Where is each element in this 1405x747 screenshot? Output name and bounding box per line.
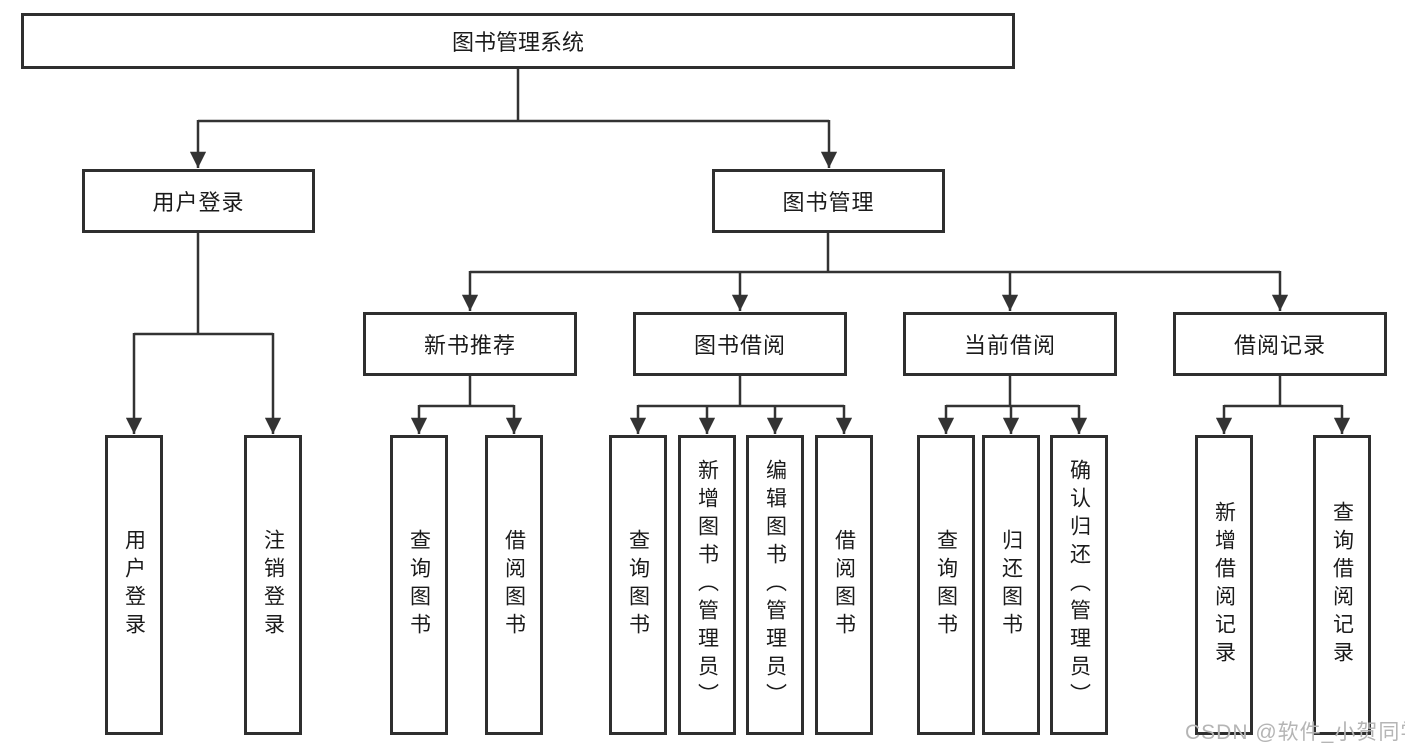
node-user-login: 用户登录 (82, 169, 315, 233)
leaf-add-borrow-record: 新增借阅记录 (1195, 435, 1253, 735)
csdn-watermark: CSDN @软件_小贺同学 (1185, 721, 1405, 744)
node-new-book-recommendation: 新书推荐 (363, 312, 577, 376)
node-current-borrowing: 当前借阅 (903, 312, 1117, 376)
leaf-label: 编辑图书（管理员） (763, 459, 787, 711)
leaf-label: 用户登录 (122, 529, 146, 641)
leaf-query-borrow-record: 查询借阅记录 (1313, 435, 1371, 735)
node-book-management: 图书管理 (712, 169, 945, 233)
leaf-label: 新增借阅记录 (1212, 501, 1236, 669)
leaf-add-books-admin: 新增图书（管理员） (678, 435, 736, 735)
leaf-label: 借阅图书 (502, 529, 526, 641)
node-label: 借阅记录 (1233, 333, 1326, 358)
leaf-label: 归还图书 (999, 529, 1023, 641)
leaf-borrow-books-recommend: 借阅图书 (485, 435, 543, 735)
leaf-confirm-return-admin: 确认归还（管理员） (1050, 435, 1108, 735)
node-label: 当前借阅 (963, 333, 1056, 358)
node-label: 用户登录 (152, 190, 245, 215)
leaf-query-books-borrow: 查询图书 (609, 435, 667, 735)
node-book-borrowing: 图书借阅 (633, 312, 847, 376)
leaf-edit-books-admin: 编辑图书（管理员） (746, 435, 804, 735)
node-label: 图书管理 (782, 190, 875, 215)
leaf-logout: 注销登录 (244, 435, 302, 735)
leaf-user-login: 用户登录 (105, 435, 163, 735)
leaf-label: 新增图书（管理员） (695, 459, 719, 711)
leaf-query-books-recommend: 查询图书 (390, 435, 448, 735)
node-borrowing-records: 借阅记录 (1173, 312, 1387, 376)
leaf-label: 借阅图书 (832, 529, 856, 641)
leaf-label: 查询图书 (934, 529, 958, 641)
node-label: 新书推荐 (423, 333, 516, 358)
leaf-borrow-books: 借阅图书 (815, 435, 873, 735)
node-label: 图书管理系统 (451, 30, 584, 55)
leaf-label: 查询借阅记录 (1330, 501, 1354, 669)
leaf-label: 查询图书 (407, 529, 431, 641)
leaf-return-books: 归还图书 (982, 435, 1040, 735)
node-library-system: 图书管理系统 (21, 13, 1015, 69)
leaf-query-books-current: 查询图书 (917, 435, 975, 735)
leaf-label: 查询图书 (626, 529, 650, 641)
node-label: 图书借阅 (693, 333, 786, 358)
leaf-label: 注销登录 (261, 529, 285, 641)
leaf-label: 确认归还（管理员） (1067, 459, 1091, 711)
